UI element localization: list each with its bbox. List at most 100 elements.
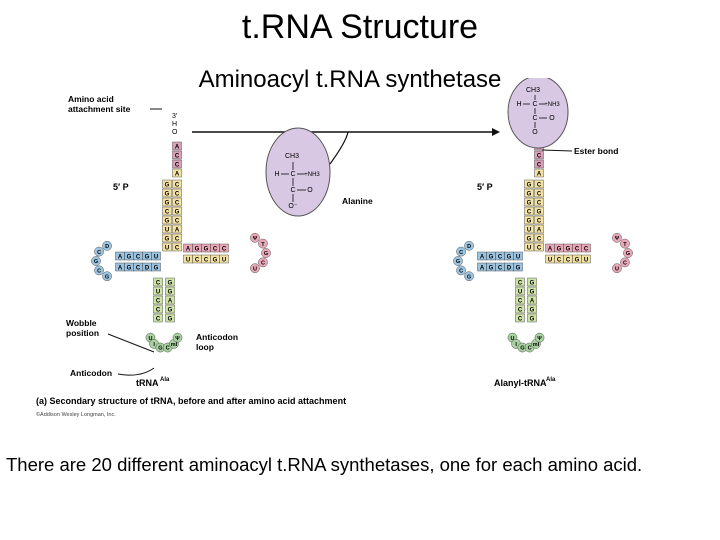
svg-text:G: G: [145, 254, 150, 260]
svg-text:U: U: [165, 245, 169, 251]
nucleotide-anticodon-stem: G: [527, 286, 537, 295]
svg-text:U: U: [527, 227, 531, 233]
svg-text:G: G: [566, 246, 571, 252]
nucleotide-acceptor-5: G: [162, 215, 172, 224]
svg-text:G: G: [489, 254, 494, 260]
svg-text:U: U: [615, 266, 619, 272]
svg-text:C: C: [166, 346, 170, 352]
svg-text:A: A: [118, 254, 123, 260]
attached-o-link: O: [532, 129, 538, 136]
nucleotide-t-arm: C: [219, 243, 229, 252]
svg-text:G: G: [204, 246, 209, 252]
slide-title: t.RNA Structure: [241, 8, 479, 46]
svg-text:G: G: [530, 289, 535, 295]
nucleotide-t-arm: C: [581, 243, 591, 252]
svg-text:A: A: [537, 227, 542, 233]
svg-text:C: C: [623, 261, 627, 267]
svg-text:D: D: [507, 265, 512, 271]
svg-text:C: C: [566, 257, 571, 263]
nucleotide-d-arm: C: [495, 251, 505, 260]
nucleotide-anticodon-stem: C: [153, 295, 163, 304]
nucleotide-d-arm: G: [151, 262, 161, 271]
nucleotide-acceptor-3: C: [534, 233, 544, 242]
nucleotide-d-arm: D: [504, 262, 514, 271]
svg-text:A: A: [186, 246, 191, 252]
nucleotide-t-arm: U: [581, 254, 591, 263]
nucleotide-t-arm: G: [554, 243, 564, 252]
nucleotide-t-arm: C: [192, 254, 202, 263]
nucleotide-acceptor-top: C: [534, 150, 544, 159]
svg-text:I: I: [153, 342, 155, 348]
label-anticodon-loop-line2: loop: [196, 342, 214, 352]
nucleotide-acceptor-5: G: [524, 179, 534, 188]
nucleotide-d-loop: G: [464, 271, 474, 282]
svg-text:G: G: [165, 200, 170, 206]
label-trna-left-sup: Ala: [160, 377, 170, 383]
nucleotide-acceptor-top: C: [172, 150, 182, 159]
nucleotide-anticodon-stem: C: [515, 313, 525, 322]
svg-text:C: C: [537, 218, 542, 224]
nucleotide-anticodon-loop: Ψ: [534, 332, 545, 343]
nucleotide-t-arm: U: [183, 254, 193, 263]
svg-text:C: C: [175, 162, 180, 168]
svg-text:G: G: [530, 316, 535, 322]
attached-o: O: [549, 115, 555, 122]
alanine-c: C: [290, 171, 295, 178]
svg-text:C: C: [518, 316, 523, 322]
trna-loaded: ACCAGGGCGUGUCCCGCACCUGGDCCGGAAGCGCDAUGCG…: [453, 141, 633, 353]
alanine-o: O: [307, 187, 313, 194]
svg-text:C: C: [518, 280, 523, 286]
svg-text:U: U: [518, 289, 522, 295]
svg-text:C: C: [222, 246, 227, 252]
alanine-nh3: +NH3: [304, 172, 320, 178]
nucleotide-t-arm: G: [563, 243, 573, 252]
nucleotide-t-arm: A: [545, 243, 555, 252]
alanine-o-minus: O⁻: [288, 203, 297, 210]
label-wobble-line1: Wobble: [66, 318, 97, 328]
nucleotide-anticodon-stem: C: [153, 277, 163, 286]
svg-text:G: G: [165, 218, 170, 224]
nucleotide-acceptor-3: C: [534, 215, 544, 224]
svg-text:C: C: [195, 257, 200, 263]
nucleotide-anticodon-stem: C: [515, 304, 525, 313]
svg-text:G: G: [213, 257, 218, 263]
svg-text:A: A: [480, 254, 485, 260]
nucleotide-acceptor-top: A: [172, 141, 182, 150]
svg-text:C: C: [498, 254, 503, 260]
label-anticodon-loop-line1: Anticodon: [196, 332, 238, 342]
alanine-arrow: [329, 131, 349, 165]
svg-text:C: C: [175, 191, 180, 197]
nucleotide-anticodon-stem: C: [153, 304, 163, 313]
nucleotide-anticodon-stem: G: [165, 277, 175, 286]
nucleotide-anticodon-stem: C: [515, 295, 525, 304]
svg-text:C: C: [156, 316, 161, 322]
svg-text:U: U: [165, 227, 169, 233]
svg-text:G: G: [175, 209, 180, 215]
nucleotide-d-loop: G: [453, 256, 463, 266]
svg-text:C: C: [537, 191, 542, 197]
nucleotide-anticodon-stem: G: [165, 286, 175, 295]
svg-text:G: G: [520, 346, 524, 352]
svg-text:T: T: [261, 242, 265, 248]
svg-text:G: G: [127, 254, 132, 260]
nucleotide-d-arm: G: [504, 251, 514, 260]
svg-text:C: C: [165, 209, 170, 215]
nucleotide-acceptor-5: C: [524, 206, 534, 215]
svg-text:G: G: [527, 236, 532, 242]
nucleotide-d-loop: C: [94, 246, 104, 257]
svg-text:A: A: [530, 298, 535, 304]
nucleotide-t-loop: U: [250, 263, 260, 274]
svg-text:G: G: [575, 257, 580, 263]
svg-text:G: G: [530, 280, 535, 286]
svg-text:C: C: [175, 236, 180, 242]
svg-text:U: U: [527, 245, 531, 251]
label-wobble-line2: position: [66, 328, 99, 338]
svg-text:mI: mI: [171, 342, 178, 348]
nucleotide-anticodon-stem: U: [153, 286, 163, 295]
svg-text:U: U: [584, 257, 588, 263]
attached-c: C: [532, 101, 537, 108]
svg-text:T: T: [623, 242, 627, 248]
nucleotide-t-loop: C: [620, 257, 630, 268]
